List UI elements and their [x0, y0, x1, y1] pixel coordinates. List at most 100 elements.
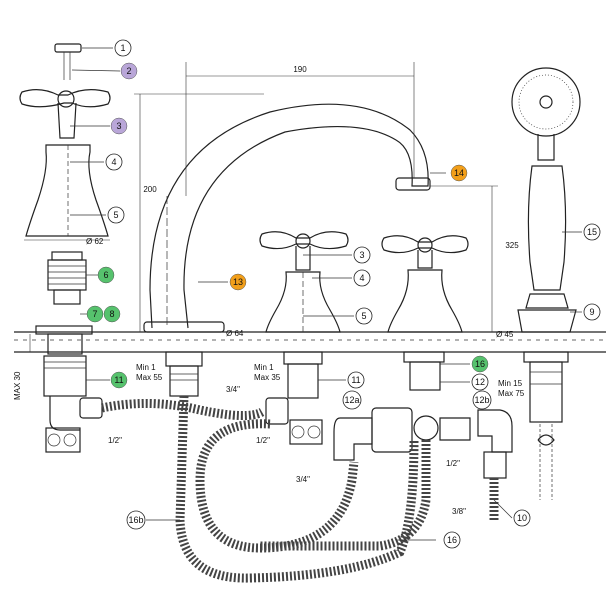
callout-circle: [347, 371, 365, 389]
callout-number: 11: [351, 375, 360, 385]
thread-38: 3/8": [452, 507, 466, 516]
callout-circle: [105, 153, 123, 171]
callout-circle: [120, 62, 138, 80]
callout-number: 16: [447, 535, 457, 545]
callout-7: 7: [86, 305, 104, 323]
callout-circle: [513, 509, 531, 527]
callout-number: 5: [113, 210, 118, 220]
min15-text: Min 15: [498, 379, 523, 388]
callout-number: 12: [475, 377, 485, 387]
leader-lines: [70, 47, 582, 541]
callout-circle: [103, 305, 121, 323]
minmax-55: Min 1 Max 55: [136, 363, 163, 382]
callout-number: 6: [103, 270, 108, 280]
callout-number: 16: [475, 359, 485, 369]
callout-4: 4: [353, 269, 371, 287]
dim-64-text: Ø 64: [226, 329, 244, 338]
callout-number: 1: [120, 43, 125, 53]
callout-number: 15: [587, 227, 597, 237]
main-spout: [143, 103, 431, 397]
callout-5: 5: [107, 206, 125, 224]
callout-number: 13: [233, 277, 243, 287]
max55-text: Max 55: [136, 373, 163, 382]
callout-number: 3: [359, 250, 364, 260]
callout-circle: [472, 390, 492, 410]
callout-number: 8: [109, 309, 114, 319]
callout-number: 4: [111, 157, 116, 167]
dimension-200: 200: [134, 93, 264, 332]
callout-number: 12a: [344, 395, 359, 405]
callout-circle: [110, 117, 128, 135]
dim-200-text: 200: [143, 185, 157, 194]
callout-circle: [583, 303, 601, 321]
callout-circle: [443, 531, 461, 549]
callout-14: 14: [450, 164, 468, 182]
dim-325-text: 325: [505, 241, 519, 250]
callout-10: 10: [513, 509, 531, 527]
callout-circle: [114, 39, 132, 57]
callout-3: 3: [110, 117, 128, 135]
callout-11: 11: [347, 371, 365, 389]
dim-190-text: 190: [293, 65, 307, 74]
callout-circle: [355, 307, 373, 325]
callout-circle: [583, 223, 601, 241]
callout-12b: 12b: [472, 390, 492, 410]
callout-number: 10: [517, 513, 527, 523]
callout-16: 16: [471, 355, 489, 373]
callout-number: 5: [361, 311, 366, 321]
hand-shower: [511, 67, 581, 500]
callout-8: 8: [103, 305, 121, 323]
minmax-75: Min 15 Max 75: [498, 379, 525, 398]
diverter-tees: [333, 407, 513, 479]
callout-9: 9: [583, 303, 601, 321]
callout-circle: [110, 371, 128, 389]
callout-number: 3: [116, 121, 121, 131]
callout-number: 16b: [128, 515, 143, 525]
min1b-text: Min 1: [254, 363, 274, 372]
callout-circle: [353, 246, 371, 264]
callout-12a: 12a: [342, 390, 362, 410]
dim-62-text: Ø 62: [86, 237, 104, 246]
callout-number: 11: [114, 375, 123, 385]
callout-circle: [471, 355, 489, 373]
callout-circle: [342, 390, 362, 410]
callout-16: 16: [443, 531, 461, 549]
callout-5: 5: [355, 307, 373, 325]
callout-3: 3: [353, 246, 371, 264]
callout-circle: [353, 269, 371, 287]
min1-text: Min 1: [136, 363, 156, 372]
dimension-190: 190: [185, 62, 415, 196]
callout-circle: [229, 273, 247, 291]
max35-text: Max 35: [254, 373, 281, 382]
callout-number: 12b: [474, 395, 489, 405]
max75-text: Max 75: [498, 389, 525, 398]
callout-2: 2: [120, 62, 138, 80]
hoses: [101, 395, 499, 583]
callout-circle: [86, 305, 104, 323]
callout-16b: 16b: [126, 510, 146, 530]
callout-1: 1: [114, 39, 132, 57]
callout-6: 6: [97, 266, 115, 284]
callout-number: 14: [454, 168, 464, 178]
callout-13: 13: [229, 273, 247, 291]
callout-number: 2: [126, 66, 131, 76]
middle-handle: [259, 231, 349, 445]
dim-max30-text: MAX 30: [13, 371, 22, 400]
callout-number: 4: [359, 273, 364, 283]
thread-12-b: 1/2": [256, 436, 270, 445]
thread-34-b: 3/4": [296, 475, 310, 484]
dim-45-text: Ø 45: [496, 330, 514, 339]
callout-4: 4: [105, 153, 123, 171]
callout-circle: [126, 510, 146, 530]
right-handle: 325: [381, 185, 519, 391]
callout-15: 15: [583, 223, 601, 241]
callout-12: 12: [471, 373, 489, 391]
thread-34-a: 3/4": [226, 385, 240, 394]
callout-circle: [471, 373, 489, 391]
thread-12-a: 1/2": [108, 436, 122, 445]
callout-number: 9: [589, 307, 594, 317]
callout-11: 11: [110, 371, 128, 389]
callout-number: 7: [92, 309, 97, 319]
